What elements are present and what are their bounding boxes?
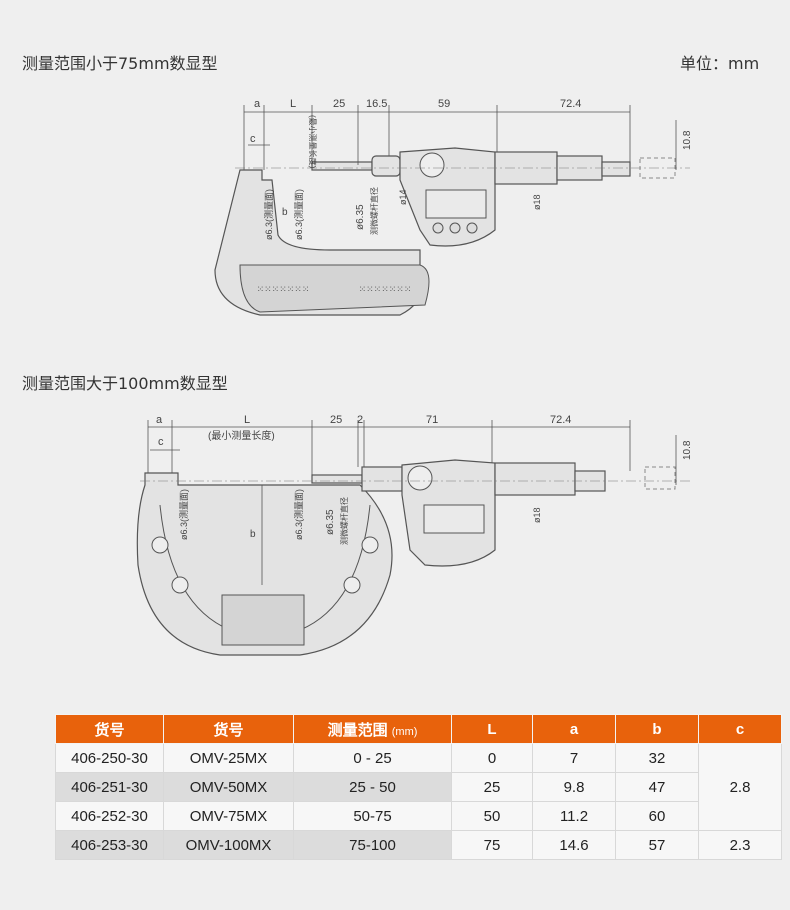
frame (136, 472, 393, 656)
thimble (494, 462, 576, 496)
dim-a: a (254, 98, 261, 110)
dim-10-8: 10.8 (682, 440, 693, 460)
dim-25: 25 (330, 414, 342, 426)
dim-72-4: 72.4 (550, 414, 571, 426)
dim-b: b (282, 207, 288, 218)
dim-16-5: 16.5 (366, 98, 387, 110)
large-micrometer-drawing: a L 25 2 71 72.4 c (最小测量长度) 10.8 ø6.3(测量… (136, 414, 693, 656)
c-value: 2.8 (698, 743, 782, 831)
min-length-label: (最小测量长度) (208, 429, 275, 442)
spindle-dia: ø6.35 (355, 204, 366, 230)
grip-plate (239, 264, 430, 313)
min-length-label: (最小测量长度) (308, 115, 318, 169)
face2-label: ø6.3(测量面) (294, 489, 304, 540)
dim-18: ø18 (532, 507, 542, 523)
dim-72-4: 72.4 (560, 98, 581, 110)
dim-L: L (244, 414, 250, 426)
ratchet (601, 161, 631, 177)
dim-18: ø18 (532, 194, 542, 210)
face2-label: ø6.3(测量面) (294, 189, 304, 240)
dim-10-8: 10.8 (682, 130, 693, 150)
dim-2: 2 (357, 414, 363, 426)
dim-c: c (250, 133, 256, 145)
table-header: 货号 货号 测量范围 (mm) L a b c (55, 714, 782, 744)
svg-text:⁙⁙⁙⁙⁙⁙⁙: ⁙⁙⁙⁙⁙⁙⁙ (257, 284, 310, 294)
face1-label: ø6.3(测量面) (179, 489, 189, 540)
section1-title: 测量范围小于75mm数显型 (22, 54, 218, 73)
sleeve (361, 466, 403, 492)
lcd-screen (425, 189, 487, 219)
header-model: 货号 (163, 714, 294, 744)
header-a: a (532, 714, 616, 744)
dim-c: c (158, 436, 164, 448)
sleeve (371, 155, 401, 177)
header-L: L (451, 714, 533, 744)
header-range: 测量范围 (mm) (293, 714, 452, 744)
spindle-dia: ø6.35 (325, 509, 336, 535)
header-code: 货号 (55, 714, 164, 744)
lcd-screen (423, 504, 485, 534)
dim-71: 71 (426, 414, 438, 426)
dim-L: L (290, 98, 296, 110)
dim-b: b (250, 529, 256, 540)
face1-label: ø6.3(测量面) (264, 189, 274, 240)
svg-text:⁙⁙⁙⁙⁙⁙⁙: ⁙⁙⁙⁙⁙⁙⁙ (359, 284, 412, 294)
section2-title: 测量范围大于100mm数显型 (22, 374, 228, 393)
dim-25: 25 (333, 98, 345, 110)
c-value: 2.3 (698, 830, 782, 860)
spindle-label: 测微螺杆直径 (339, 497, 349, 545)
unit-label: 单位：mm (680, 54, 760, 73)
header-c: c (698, 714, 782, 744)
dim-a: a (156, 414, 163, 426)
spindle-label: 测微螺杆直径 (369, 187, 379, 235)
spindle (311, 474, 363, 484)
header-b: b (615, 714, 699, 744)
dim-14: ø14 (398, 189, 408, 205)
grip-plate (221, 594, 305, 646)
small-micrometer-drawing: ⁙⁙⁙⁙⁙⁙⁙ ⁙⁙⁙⁙⁙⁙⁙ a L 25 16.5 59 72.4 c 10… (214, 98, 693, 316)
dim-59: 59 (438, 98, 450, 110)
spindle (311, 161, 373, 171)
